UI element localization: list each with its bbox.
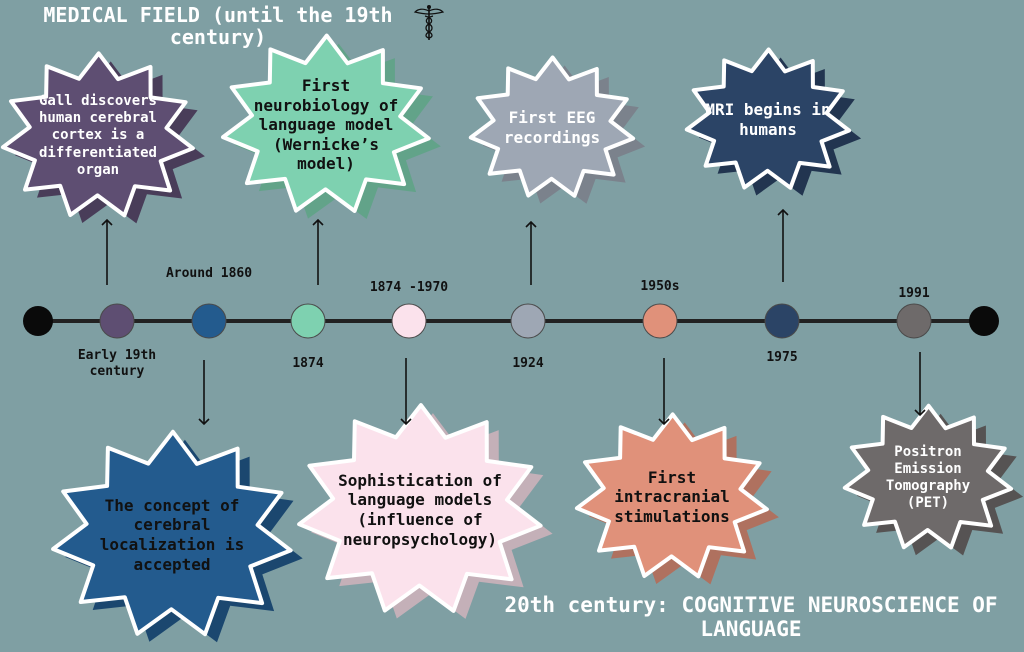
event-text-sophistication: Sophistication of language models (influ…	[338, 470, 502, 549]
header-title: MEDICAL FIELD (until the 19th century)	[43, 3, 393, 50]
event-burst-pet	[842, 403, 1014, 550]
event-burst-eeg	[468, 55, 636, 198]
event-text-mri: MRI begins in humans	[705, 100, 831, 139]
date-label-pet: 1991	[898, 286, 930, 301]
event-burst-wernicke	[221, 33, 431, 213]
date-label-eeg: 1924	[512, 356, 544, 371]
timeline-dot-mri	[764, 303, 800, 339]
event-text-wernicke: First neurobiology of language model (We…	[253, 76, 399, 174]
date-label-wernicke: 1874	[292, 356, 324, 371]
timeline-end-cap	[969, 306, 999, 336]
footer-title: 20th century: COGNITIVE NEUROSCIENCE OF …	[504, 593, 998, 641]
date-label-localization: Around 1860	[165, 266, 253, 281]
event-text-eeg: First EEG recordings	[503, 108, 601, 147]
event-text-intracranial: First intracranial stimulations	[614, 467, 730, 526]
event-text-pet: Positron Emission Tomography (PET)	[885, 443, 971, 512]
date-label-intracranial: 1950s	[640, 279, 680, 294]
date-label-mri: 1975	[766, 350, 798, 365]
event-burst-sophistication	[297, 403, 543, 613]
timeline-start-cap	[23, 306, 53, 336]
timeline-dot-intracranial	[642, 303, 678, 339]
event-burst-localization	[51, 429, 293, 637]
timeline-dot-eeg	[510, 303, 546, 339]
event-burst-gall	[0, 51, 195, 218]
event-burst-mri	[684, 47, 852, 190]
timeline-dot-gall	[99, 303, 135, 339]
timeline-dot-pet	[896, 303, 932, 339]
caduceus-icon	[413, 5, 445, 40]
event-text-gall: Gall discovers human cerebral cortex is …	[38, 93, 157, 178]
timeline-dot-localization	[191, 303, 227, 339]
event-burst-intracranial	[574, 412, 769, 579]
timeline-dot-wernicke	[290, 303, 326, 339]
date-label-sophistication: 1874 -1970	[369, 280, 449, 295]
date-label-gall: Early 19th century	[77, 348, 157, 380]
timeline-dot-sophistication	[391, 303, 427, 339]
event-text-localization: The concept of cerebral localization is …	[99, 495, 245, 574]
